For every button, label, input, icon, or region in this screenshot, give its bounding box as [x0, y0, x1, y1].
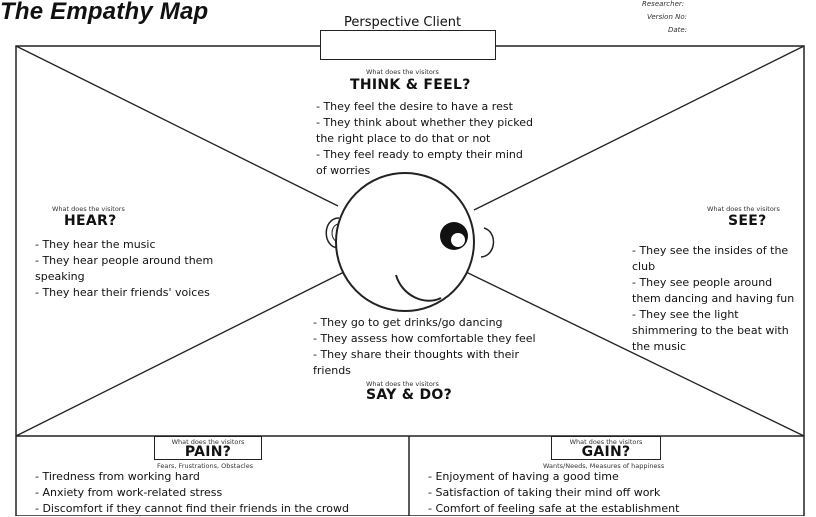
list-item: of worries: [316, 164, 371, 177]
list-item: them dancing and having fun: [632, 292, 795, 305]
list-item: - Comfort of feeling safe at the establi…: [428, 502, 680, 515]
gain-heading: GAIN?: [581, 444, 631, 460]
list-item: - They assess how comfortable they feel: [313, 332, 536, 345]
say-do-heading: SAY & DO?: [366, 387, 453, 403]
list-item: - Discomfort if they cannot find their f…: [35, 502, 349, 515]
list-item: - Satisfaction of taking their mind off …: [428, 486, 661, 499]
think-feel-prompt: What does the visitors: [366, 68, 439, 76]
pain-heading: PAIN?: [184, 444, 232, 460]
say-do-list: - They go to get drinks/go dancing - The…: [313, 315, 538, 379]
list-item: club: [632, 260, 656, 273]
researcher-label: Researcher:: [642, 0, 685, 8]
hear-prompt: What does the visitors: [52, 205, 125, 213]
diagonal-top-right: [473, 45, 805, 211]
list-item: the right place to do that or not: [316, 132, 491, 145]
gain-list: - Enjoyment of having a good time - Sati…: [428, 469, 802, 517]
think-feel-heading: THINK & FEEL?: [350, 77, 471, 93]
list-item: - They feel ready to empty their mind: [316, 148, 523, 161]
right-ear: [480, 227, 495, 258]
mouth: [395, 274, 442, 302]
list-item: the music: [632, 340, 687, 353]
list-item: shimmering to the beat with: [632, 324, 789, 337]
list-item: - They see people around: [632, 276, 773, 289]
list-item: - They think about whether they picked: [316, 116, 534, 129]
diagonal-top-left: [15, 45, 339, 207]
diagonal-bottom-right: [465, 271, 805, 437]
say-do-prompt: What does the visitors: [366, 380, 439, 388]
list-item: - They see the insides of the: [632, 244, 789, 257]
list-item: - They share their thoughts with their: [313, 348, 519, 361]
perspective-input-box[interactable]: [320, 30, 496, 60]
list-item: - They feel the desire to have a rest: [316, 100, 513, 113]
pain-prompt: What does the visitors: [171, 438, 245, 446]
list-item: - They see the light: [632, 308, 739, 321]
hear-list: - They hear the music - They hear people…: [35, 237, 225, 301]
list-item: - They hear people around them: [35, 254, 214, 267]
list-item: - Tiredness from working hard: [35, 470, 200, 483]
diagonal-bottom-left: [15, 271, 345, 437]
version-label: Version No:: [647, 13, 687, 21]
date-label: Date:: [668, 26, 688, 34]
perspective-label: Perspective Client: [344, 15, 462, 30]
list-item: - They hear the music: [35, 238, 156, 251]
head-circle: [335, 172, 475, 312]
list-item: - They hear their friends' voices: [35, 286, 210, 299]
list-item: friends: [313, 364, 351, 377]
head-illustration: [325, 172, 495, 312]
see-list: - They see the insides of the club - The…: [632, 243, 804, 355]
gain-prompt: What does the visitors: [569, 438, 643, 446]
list-item: speaking: [35, 270, 85, 283]
see-heading: SEE?: [728, 213, 767, 229]
gain-label-box: What does the visitors GAIN?: [551, 436, 661, 460]
think-feel-list: - They feel the desire to have a rest - …: [316, 99, 536, 179]
see-prompt: What does the visitors: [707, 205, 780, 213]
pain-label-box: What does the visitors PAIN?: [154, 436, 262, 460]
pain-list: - Tiredness from working hard - Anxiety …: [35, 469, 407, 517]
list-item: - Anxiety from work-related stress: [35, 486, 223, 499]
gain-caption: Wants/Needs, Measures of happiness: [543, 462, 665, 470]
list-item: - They go to get drinks/go dancing: [313, 316, 503, 329]
pain-caption: Fears, Frustrations, Obstacles: [157, 462, 254, 470]
hear-heading: HEAR?: [64, 213, 117, 229]
eye-highlight: [451, 233, 465, 247]
list-item: - Enjoyment of having a good time: [428, 470, 619, 483]
page-title: The Empathy Map: [0, 0, 209, 25]
